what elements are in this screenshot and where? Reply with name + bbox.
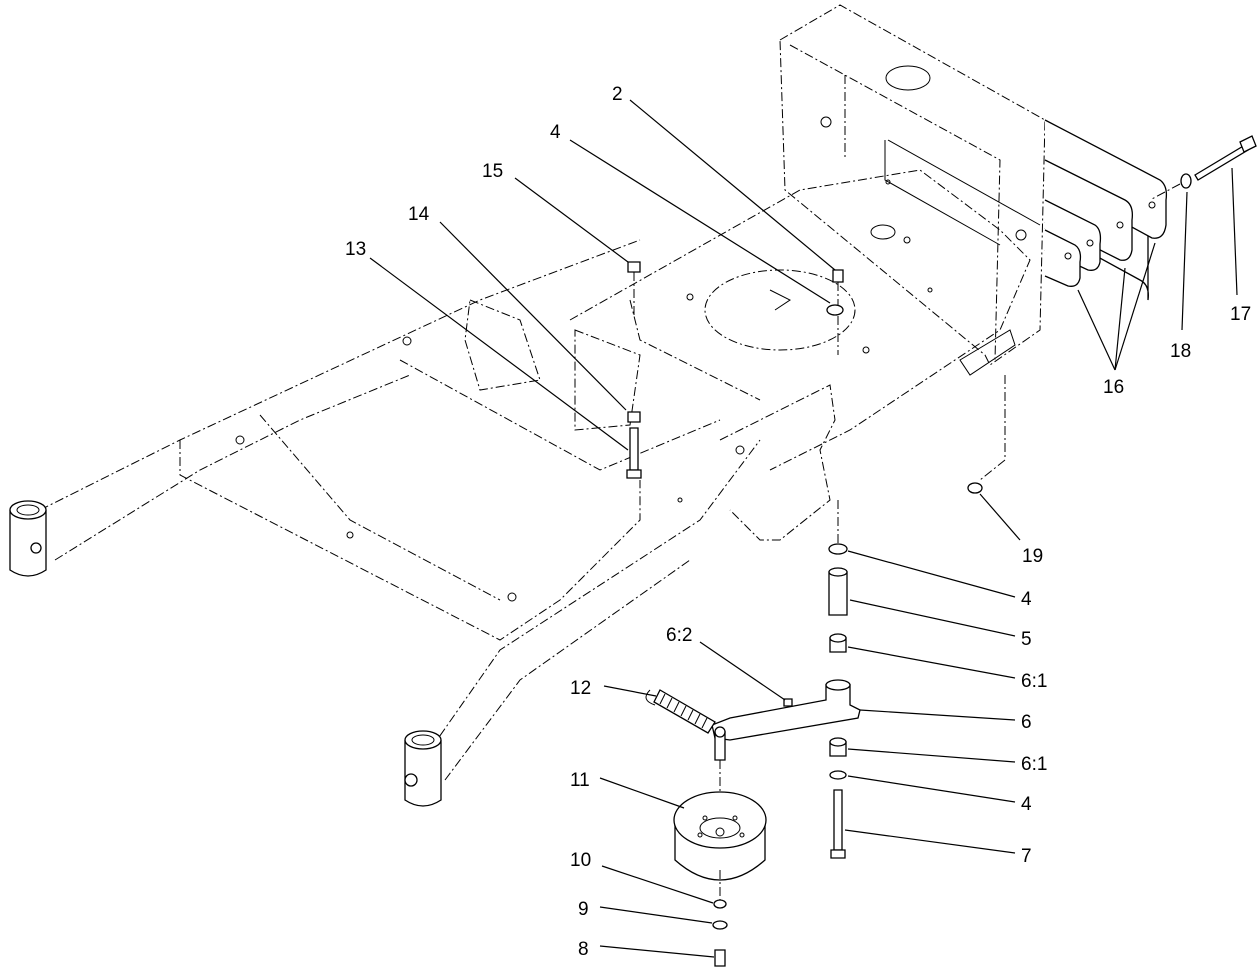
leader-19 xyxy=(979,493,1021,541)
weight-bolt xyxy=(1194,135,1257,181)
leader-7 xyxy=(844,829,1016,854)
callout-9: 9 xyxy=(578,899,589,920)
leader-11 xyxy=(599,777,685,809)
callout-10: 10 xyxy=(570,850,591,871)
callout-15: 15 xyxy=(482,161,503,182)
callout-13: 13 xyxy=(345,239,366,260)
callout-5: 5 xyxy=(1021,629,1032,650)
leader-18 xyxy=(1181,191,1188,331)
callout-7: 7 xyxy=(1021,846,1032,867)
callout-14: 14 xyxy=(408,204,430,225)
bushing-6-1-lower xyxy=(829,737,847,757)
leader-16b xyxy=(1114,267,1126,371)
bolt-8 xyxy=(714,949,726,967)
callout-4: 4 xyxy=(550,122,561,143)
washer-4-lower xyxy=(829,770,847,780)
washer-4-top xyxy=(826,304,844,316)
idler-pulley xyxy=(673,760,767,905)
leader-9 xyxy=(599,906,713,924)
callout-16: 16 xyxy=(1103,377,1124,398)
callout-12: 12 xyxy=(570,678,591,699)
leader-5 xyxy=(849,599,1016,637)
leader-4c xyxy=(847,775,1016,803)
spacer-5 xyxy=(828,567,848,616)
bolt-2 xyxy=(832,269,844,355)
nut-15 xyxy=(627,261,641,315)
left-front-pivot-tube xyxy=(404,730,442,807)
nut-14 xyxy=(627,411,641,423)
mounting-holes xyxy=(235,65,1027,602)
grease-fitting-6-2 xyxy=(783,698,793,707)
weight-washer xyxy=(1180,173,1192,189)
bolt-7 xyxy=(830,789,846,859)
mower-frame xyxy=(39,4,1046,781)
callout-labels: 2 4 15 14 13 17 18 16 19 4 5 6:1 6:2 12 … xyxy=(345,84,1251,960)
leader-16c xyxy=(1114,242,1156,371)
leader-16a xyxy=(1077,289,1116,371)
callout-6: 6 xyxy=(1021,712,1032,733)
leader-6-1b xyxy=(847,748,1016,763)
leader-13 xyxy=(369,257,629,451)
leader-10 xyxy=(601,865,714,904)
callout-18: 18 xyxy=(1170,341,1191,362)
leader-lines xyxy=(369,99,1238,958)
spring-12 xyxy=(645,689,716,734)
callout-6-1: 6:1 xyxy=(1021,754,1047,775)
callout-4: 4 xyxy=(1021,794,1032,815)
nut-19 xyxy=(967,482,983,494)
leader-17 xyxy=(1231,167,1238,296)
callout-2: 2 xyxy=(612,84,623,105)
leader-6-2 xyxy=(699,641,786,701)
callout-6-2: 6:2 xyxy=(666,625,692,646)
left-rear-pivot-tube xyxy=(9,500,47,577)
leader-15 xyxy=(514,177,629,263)
washer-4-mid xyxy=(828,543,848,555)
leader-12 xyxy=(603,685,657,697)
bushing-6-1-upper xyxy=(829,633,847,653)
leader-4a xyxy=(569,139,831,304)
leader-14 xyxy=(439,221,627,411)
idler-arm xyxy=(711,679,861,761)
leader-4b xyxy=(847,550,1016,598)
washer-9 xyxy=(712,920,728,930)
leader-6-1a xyxy=(847,646,1016,679)
leader-6 xyxy=(859,709,1016,721)
weight-axis xyxy=(1149,183,1181,201)
callout-8: 8 xyxy=(578,939,589,960)
callout-6-1: 6:1 xyxy=(1021,671,1047,692)
bolt-13 xyxy=(626,427,642,479)
callout-17: 17 xyxy=(1230,304,1251,325)
callout-4: 4 xyxy=(1021,589,1032,610)
leader-8 xyxy=(599,945,715,958)
washer-10 xyxy=(713,899,727,909)
counterweight-stack xyxy=(1044,119,1168,301)
right-housing-slots xyxy=(884,139,1041,376)
leader-2 xyxy=(629,99,836,271)
callout-19: 19 xyxy=(1022,546,1043,567)
callout-11: 11 xyxy=(570,770,590,791)
